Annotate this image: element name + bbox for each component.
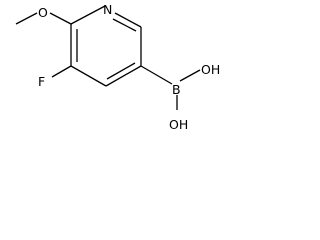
atom-label-hydroxyl-lower: OH	[169, 117, 188, 132]
bond-c4-c3	[70, 65, 107, 87]
bond-nitrogen-c6	[114, 12, 142, 28]
chemical-structure: O N F B OH OH	[15, 2, 220, 132]
bond-methyl-oxygen	[15, 12, 38, 25]
atom-label-oxygen: O	[38, 5, 48, 20]
atom-label-hydroxyl-upper: OH	[201, 62, 220, 77]
atom-label-nitrogen: N	[103, 2, 112, 17]
bonds	[15, 5, 201, 110]
atom-label-boron: B	[172, 82, 181, 97]
bond-c5-c4-inner	[106, 62, 136, 80]
bond-c5-c4	[105, 65, 142, 87]
atom-label-fluorine: F	[38, 74, 45, 89]
bond-c5-boron	[140, 65, 173, 85]
bond-nitrogen-c6-inner	[112, 18, 137, 32]
atom-labels: O N F B OH OH	[38, 2, 220, 132]
bond-oxygen-c2	[49, 12, 72, 25]
bond-boron-hydroxyl-upper	[179, 69, 201, 82]
bond-c3-fluorine	[51, 65, 72, 78]
bond-c2-nitrogen	[70, 5, 106, 25]
